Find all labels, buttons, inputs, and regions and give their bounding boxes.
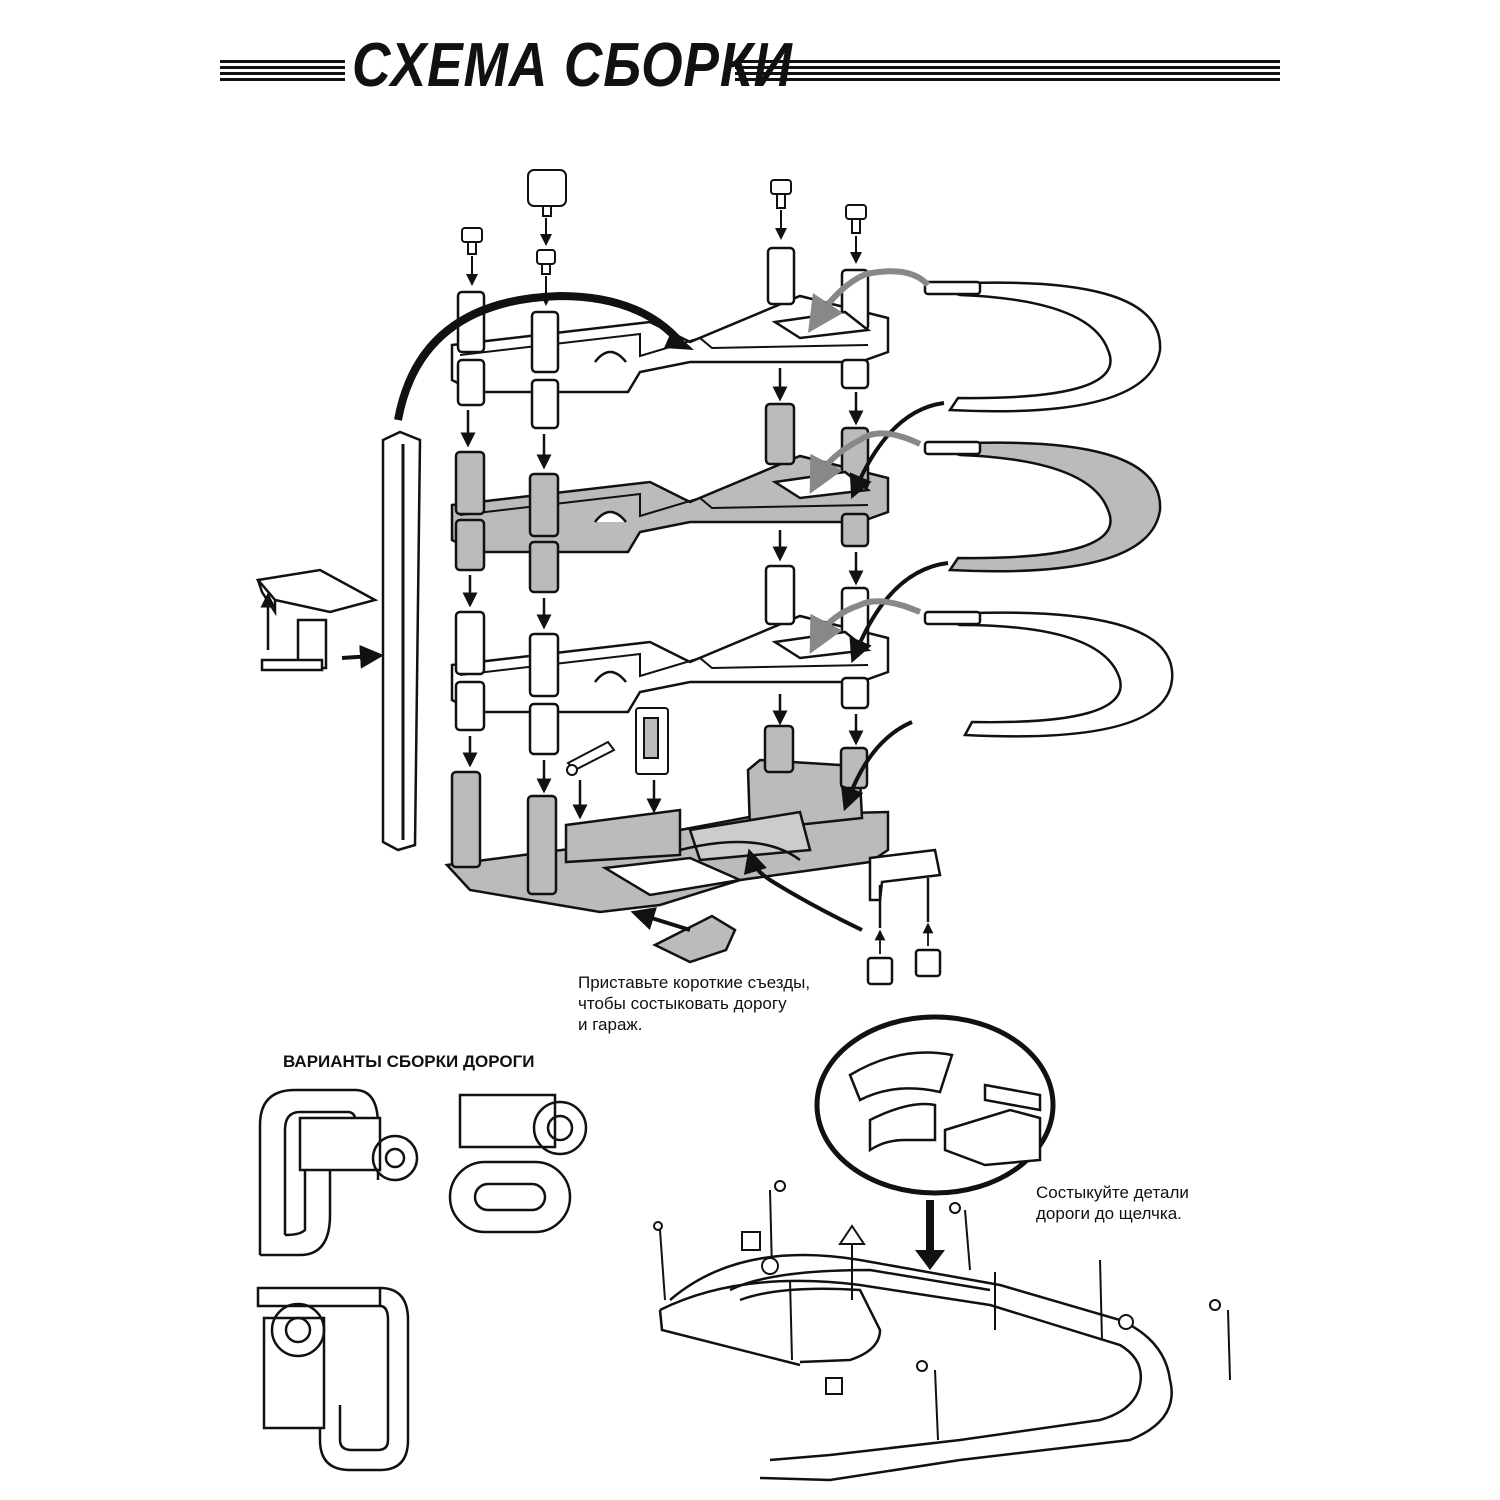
short-ramp-piece xyxy=(652,914,737,964)
level-arrows-2 xyxy=(462,530,864,630)
floor-level-2 xyxy=(450,402,890,594)
ramp-level-3 xyxy=(923,610,1174,738)
base-accessories xyxy=(566,707,669,776)
track-variant-1 xyxy=(258,1088,419,1257)
rail-to-floor-arrow xyxy=(394,291,684,421)
road-variants-heading: ВАРИАНТЫ СБОРКИ ДОРОГИ xyxy=(283,1052,535,1071)
assembled-track xyxy=(658,1253,1173,1482)
ramp-instruction-caption: Приставьте короткие съезды, чтобы состык… xyxy=(578,973,811,1034)
title-rule-left xyxy=(220,60,345,81)
zoom-track-pieces xyxy=(848,1051,1042,1167)
level-arrows-1 xyxy=(460,368,864,470)
gate-part xyxy=(866,848,942,986)
elevator-cabin xyxy=(255,568,379,672)
elevator-rail xyxy=(381,430,422,852)
ramp-level-2 xyxy=(923,440,1162,573)
track-variant-3 xyxy=(256,1286,410,1472)
floor-level-3 xyxy=(450,564,890,756)
cap-arrows xyxy=(466,210,862,306)
title-rule-right xyxy=(735,60,1280,81)
street-lamps xyxy=(653,1180,1231,1441)
garage-base xyxy=(444,724,890,914)
track-variant-2 xyxy=(448,1093,588,1234)
pillar-caps-top xyxy=(461,169,867,275)
rail-arrow-head xyxy=(664,330,694,350)
page-title: СХЕМА СБОРКИ xyxy=(352,31,793,100)
level-arrows-3 xyxy=(462,694,864,820)
title-banner: СХЕМА СБОРКИ xyxy=(220,28,1280,108)
ramp-level-1 xyxy=(865,268,1162,413)
connect-instruction-caption: Состыкуйте детали дороги до щелчка. xyxy=(1036,1183,1189,1223)
